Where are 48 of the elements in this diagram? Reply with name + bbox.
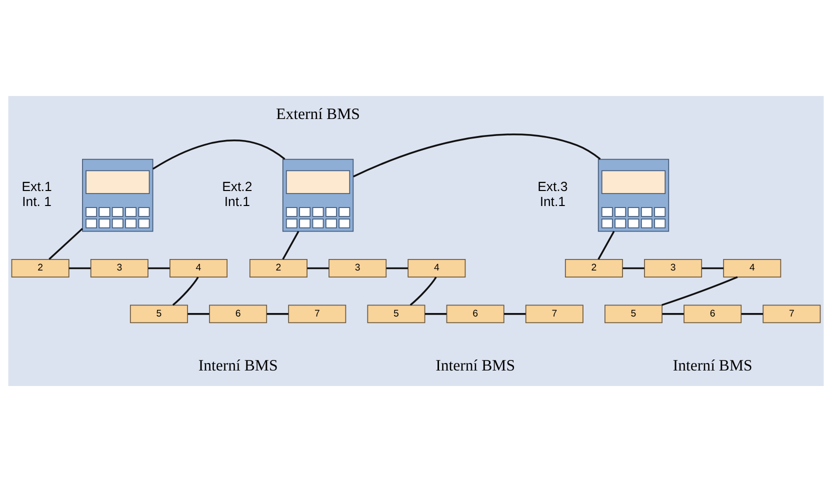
node-box: 7 bbox=[762, 304, 821, 323]
connector bbox=[622, 266, 644, 269]
connector bbox=[152, 139, 286, 170]
connector bbox=[702, 266, 724, 269]
node-box: 7 bbox=[525, 304, 584, 323]
node-label: Ext.1 bbox=[22, 178, 52, 194]
node-box: 3 bbox=[328, 258, 387, 277]
connector bbox=[188, 312, 210, 314]
connector bbox=[172, 276, 199, 306]
node-box: 6 bbox=[209, 304, 268, 323]
node-label: Int.1 bbox=[224, 193, 250, 208]
node-box: 2 bbox=[11, 258, 70, 277]
node-box: 2 bbox=[564, 258, 623, 277]
node-box: 6 bbox=[684, 304, 742, 323]
connector bbox=[424, 312, 447, 314]
node-box: 5 bbox=[130, 304, 188, 323]
node-box: 4 bbox=[170, 258, 228, 277]
node-label: Int. 1 bbox=[22, 193, 52, 208]
connector bbox=[386, 266, 408, 269]
node-box: 4 bbox=[723, 258, 782, 277]
connector bbox=[662, 312, 684, 314]
connector bbox=[353, 133, 601, 177]
node-label: Ext.2 bbox=[222, 178, 252, 194]
node-box: 3 bbox=[644, 258, 702, 277]
connector bbox=[48, 228, 83, 260]
node-label: Int.1 bbox=[540, 193, 566, 208]
label: Interní BMS bbox=[198, 357, 278, 374]
connector bbox=[662, 276, 738, 306]
node-box: 7 bbox=[288, 304, 346, 323]
connector bbox=[598, 230, 615, 260]
label: Interní BMS bbox=[672, 357, 752, 374]
connector bbox=[148, 266, 170, 269]
connector bbox=[410, 276, 437, 306]
connector bbox=[504, 312, 526, 314]
node-box: 5 bbox=[604, 304, 662, 323]
node-box: 6 bbox=[446, 304, 504, 323]
node-box: 3 bbox=[90, 258, 148, 277]
node-label: Ext.3 bbox=[538, 178, 568, 194]
node-box: 2 bbox=[249, 258, 308, 277]
connector bbox=[69, 266, 91, 269]
connector bbox=[266, 312, 288, 314]
node-box: 4 bbox=[408, 258, 466, 277]
connector bbox=[307, 266, 329, 269]
connector bbox=[741, 312, 763, 314]
connector bbox=[282, 230, 300, 260]
label: Externí BMS bbox=[276, 106, 360, 123]
label: Interní BMS bbox=[436, 357, 516, 374]
node-box: 5 bbox=[367, 304, 426, 323]
